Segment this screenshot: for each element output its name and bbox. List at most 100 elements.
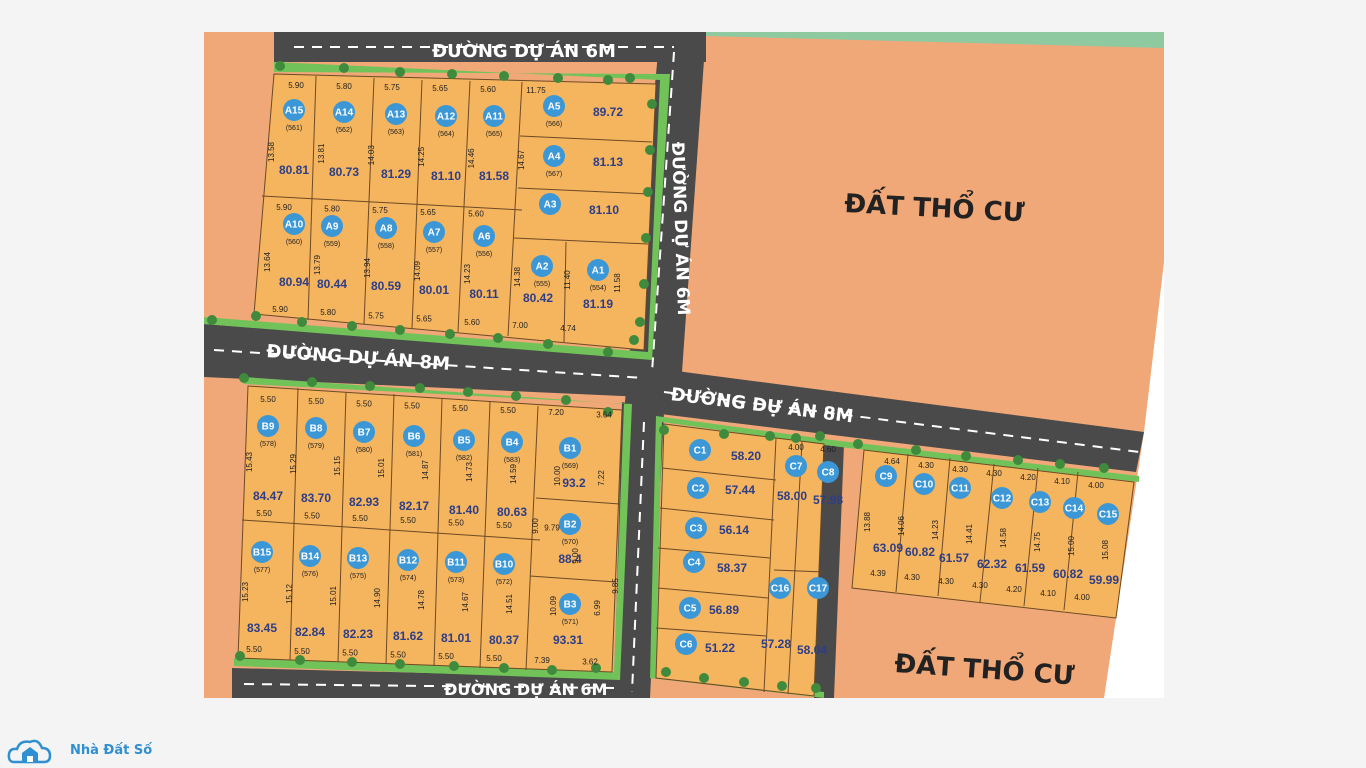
lot-id: B7 [358, 428, 371, 439]
dim-b-depth-bottom: 6.99 [593, 600, 602, 616]
lot-b14[interactable]: B14(576)82.84 [295, 545, 325, 639]
lot-a4[interactable]: A4(567)81.13 [543, 145, 623, 178]
lot-id: C3 [690, 524, 703, 535]
tree-icon [445, 329, 455, 339]
lot-a9[interactable]: A9(559)80.44 [317, 215, 347, 291]
lot-a5[interactable]: A5(566)89.72 [543, 95, 623, 128]
lot-area: 81.13 [593, 155, 623, 169]
lot-b3[interactable]: B3(571)93.31 [553, 593, 583, 647]
dim-c-right-top: 4.30 [952, 465, 968, 474]
lot-badge-icon [807, 577, 829, 599]
lot-b4[interactable]: B4(583)80.63 [497, 431, 527, 519]
b-col-1 [289, 387, 299, 661]
a-col-4 [457, 80, 471, 333]
dim-c-right-bottom: 4.20 [1006, 585, 1022, 594]
logo: Nhà Đất Số [6, 732, 152, 768]
lot-a7[interactable]: A7(557)80.01 [419, 221, 449, 297]
dim-c-right-bottom: 4.10 [1040, 589, 1056, 598]
lot-badge-icon [1029, 491, 1051, 513]
lot-number: (557) [426, 247, 442, 254]
tree-icon [635, 317, 645, 327]
lot-a13[interactable]: A13(563)81.29 [381, 103, 411, 181]
tree-icon [339, 63, 349, 73]
lot-id: B9 [262, 422, 275, 433]
lot-area: 82.93 [349, 495, 379, 509]
lot-id: A11 [485, 112, 503, 123]
b-row-b3 [529, 575, 617, 583]
lot-b5[interactable]: B5(582)81.40 [449, 429, 479, 517]
dim-b-right: 9.00 [571, 548, 580, 564]
lot-b13[interactable]: B13(575)82.23 [343, 547, 373, 641]
lot-id: C16 [771, 584, 790, 595]
lot-number: (576) [302, 571, 318, 578]
a-col-1 [307, 75, 317, 321]
lot-area: 61.57 [939, 551, 969, 565]
dim-b-mid: 5.50 [304, 511, 320, 520]
dim-a-bottom: 4.74 [560, 324, 576, 333]
lot-id: B4 [506, 438, 519, 449]
lot-a10[interactable]: A10(560)80.94 [279, 213, 309, 289]
lot-badge-icon [283, 99, 305, 121]
lot-a8[interactable]: A8(558)80.59 [371, 217, 401, 293]
lot-b8[interactable]: B8(579)83.70 [301, 417, 331, 505]
lot-b9[interactable]: B9(578)84.47 [253, 415, 283, 503]
dim-c-right-top: 4.20 [1020, 473, 1036, 482]
dim-b-depth-top: 15.01 [377, 457, 386, 478]
lot-badge-icon [679, 597, 701, 619]
lot-b2[interactable]: B2(570)88.4 [558, 513, 582, 566]
lot-a14[interactable]: A14(562)80.73 [329, 101, 359, 179]
lot-c6[interactable]: C6 51.22 [675, 633, 735, 655]
dim-b-depth-top: 14.59 [509, 463, 518, 484]
dim-a-depth-bottom: 14.23 [463, 263, 472, 284]
lot-area: 80.01 [419, 283, 449, 297]
lot-id: B10 [495, 560, 514, 571]
lot-a1[interactable]: A1(554)81.19 [583, 259, 613, 311]
tree-icon [645, 145, 655, 155]
lot-area: 80.42 [523, 291, 553, 305]
tree-icon [961, 451, 971, 461]
lot-a15[interactable]: A15(561)80.81 [279, 99, 309, 177]
lot-area: 51.22 [705, 641, 735, 655]
lot-b7[interactable]: B7(580)82.93 [349, 421, 379, 509]
lot-badge-icon [991, 487, 1013, 509]
lot-a11[interactable]: A11(565)81.58 [479, 105, 509, 183]
lot-id: C6 [680, 640, 693, 651]
cr-col-5 [1063, 471, 1079, 611]
lot-b6[interactable]: B6(581)82.17 [399, 425, 429, 513]
c-row-6 [773, 569, 825, 573]
dim-a-depth-bottom: 14.38 [513, 266, 522, 287]
lot-b1[interactable]: B1(569)93.2 [559, 437, 586, 490]
lot-id: B15 [253, 548, 272, 559]
lot-b15[interactable]: B15(577)83.45 [247, 541, 277, 635]
dim-c-right-bottom: 4.30 [972, 581, 988, 590]
lot-b12[interactable]: B12(574)81.62 [393, 549, 423, 643]
tree-icon [603, 75, 613, 85]
lot-a12[interactable]: A12(564)81.10 [431, 105, 461, 183]
dim-b-mid: 5.50 [448, 519, 464, 528]
lot-b10[interactable]: B10(572)80.37 [489, 553, 519, 647]
lot-b11[interactable]: B11(573)81.01 [441, 551, 471, 645]
tree-icon [543, 339, 553, 349]
lot-a2[interactable]: A2(555)80.42 [523, 255, 553, 305]
tree-icon [643, 187, 653, 197]
lot-number: (561) [286, 125, 302, 132]
lot-a6[interactable]: A6(556)80.11 [469, 225, 499, 301]
lot-id: C9 [880, 472, 893, 483]
